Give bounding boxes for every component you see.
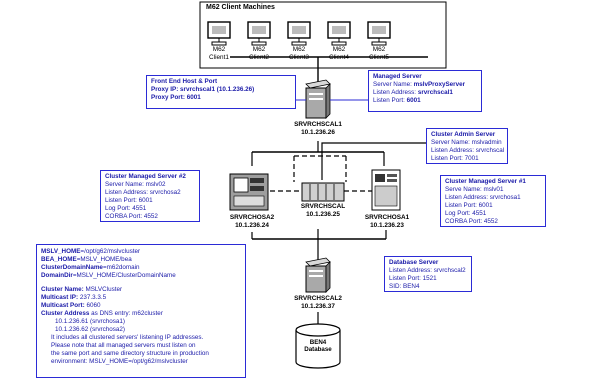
managed-server-title: Managed Server [373, 73, 422, 80]
server-icon-srvrchosa1 [371, 169, 401, 211]
client-monitor-icon [287, 21, 311, 46]
managed-server-box: Managed Server Server Name: mslvProxySer… [368, 70, 482, 112]
admin-link [321, 142, 426, 180]
database-cylinder-icon [295, 323, 341, 369]
client-monitor-icon [207, 21, 231, 46]
server-icon-srvrchosa2 [229, 173, 269, 211]
front-end-title: Front End Host & Port [151, 78, 218, 85]
hub-icon-srvrchscal [301, 182, 345, 202]
cluster-managed-server-1-box: Cluster Managed Server #1 Serve Name: ms… [440, 175, 546, 227]
client-monitor-icon [327, 21, 351, 46]
client-machines-title: M62 Client Machines [206, 4, 275, 11]
cluster-managed-server-2-box: Cluster Managed Server #2 Server Name: m… [100, 170, 200, 222]
front-end-box: Front End Host & Port Proxy IP: srvrchsc… [146, 75, 296, 109]
proxy-port-value: 6001 [186, 94, 201, 102]
proxy-server-icon [305, 79, 331, 119]
client-monitor-icon [367, 21, 391, 46]
client-monitor-icon [247, 21, 271, 46]
database-server-box: Database Server Listen Address: srvrchsc… [384, 256, 472, 292]
db-server-icon [305, 257, 331, 293]
cluster-admin-box: Cluster Admin Server Server Name: mslvad… [426, 128, 508, 164]
proxy-ip-value: srvrchscal1 (10.1.236.26) [180, 86, 255, 94]
client-machines-group [199, 1, 447, 69]
cluster-config-notes: MSLV_HOME=/opt/g62/mslvcluster BEA_HOME=… [36, 244, 246, 378]
